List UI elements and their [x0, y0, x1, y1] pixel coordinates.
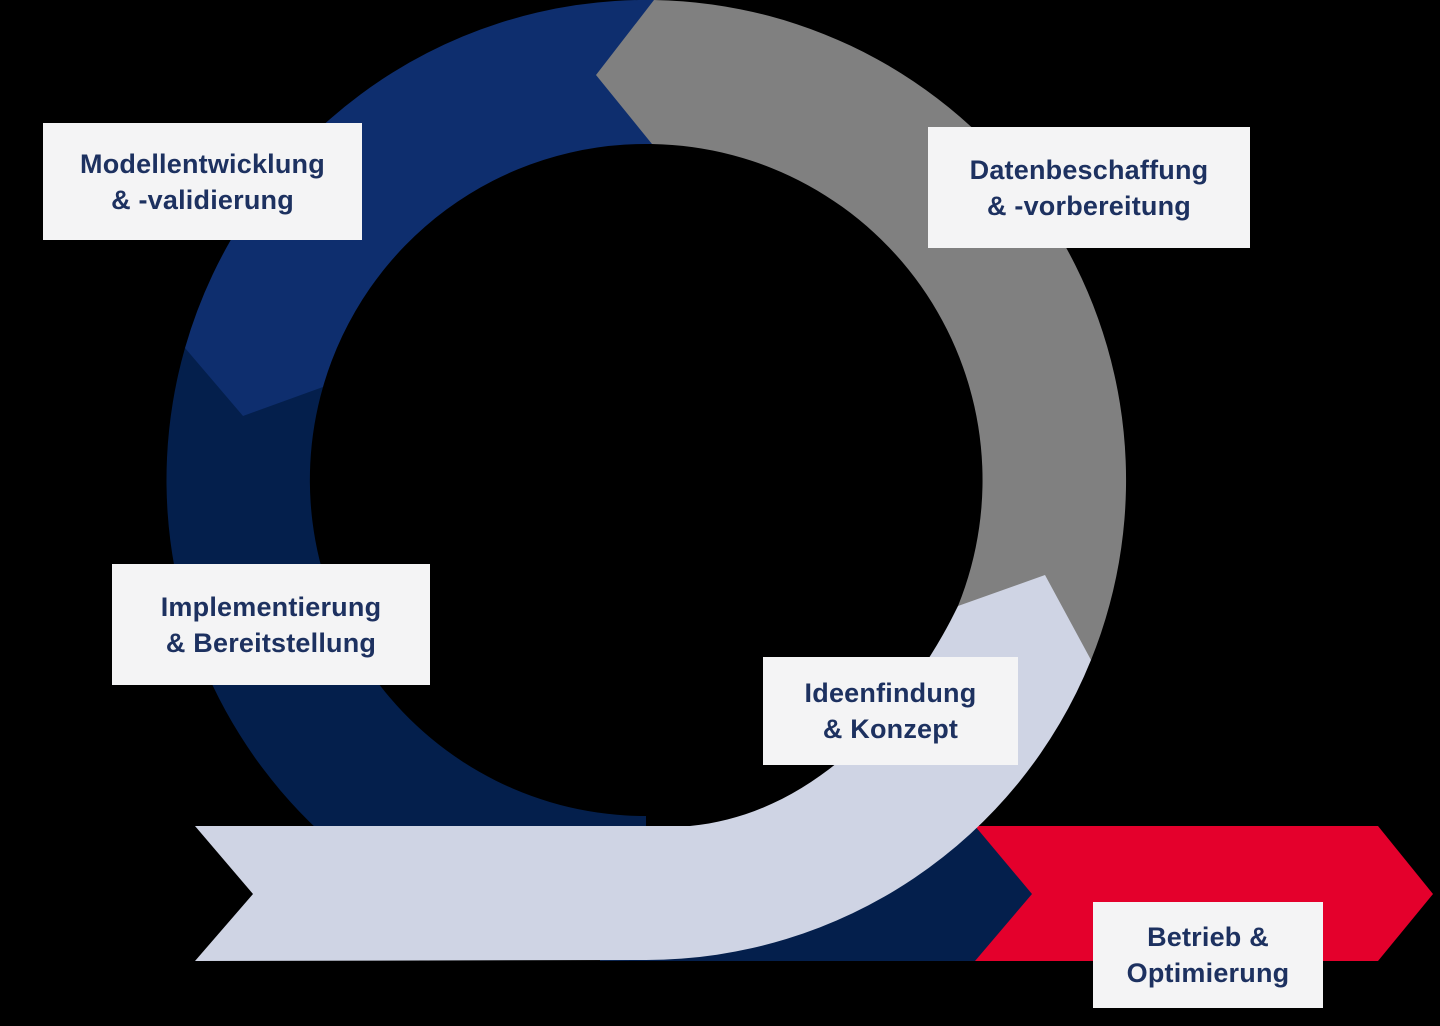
label-datenbeschaffung: Datenbeschaffung & -vorbereitung [928, 127, 1250, 248]
segment-ideenfindung-swoosh [195, 575, 1091, 961]
label-line: Implementierung [160, 591, 382, 622]
label-line: Betrieb & [1147, 922, 1269, 952]
label-ideenfindung: Ideenfindung & Konzept [763, 657, 1018, 765]
label-line: & -vorbereitung [986, 190, 1191, 221]
label-line: Datenbeschaffung [969, 154, 1209, 185]
segment-datenbeschaffung-arc [596, 0, 1127, 660]
segment-modellentwicklung-arc [185, 0, 654, 416]
label-betrieb: Betrieb & Optimierung [1093, 902, 1323, 1008]
label-implementierung: Implementierung & Bereitstellung [112, 564, 430, 685]
label-line: & Bereitstellung [165, 627, 377, 658]
segment-implementierung-arc [166, 348, 646, 960]
label-line: & -validierung [111, 184, 294, 215]
label-line: Ideenfindung [804, 678, 977, 708]
label-line: Optimierung [1126, 958, 1290, 988]
label-modellentwicklung: Modellentwicklung & -validierung [43, 123, 362, 240]
label-line: & Konzept [822, 714, 959, 744]
label-line: Modellentwicklung [80, 148, 325, 179]
